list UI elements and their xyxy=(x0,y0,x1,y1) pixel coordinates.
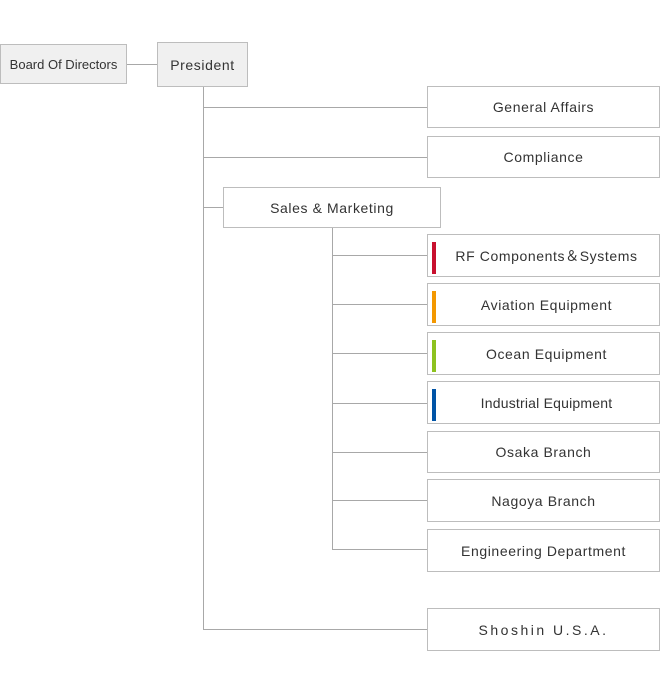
division-label-engineering-department: Engineering Department xyxy=(461,542,626,559)
division-accent-bar xyxy=(432,340,436,372)
shoshin-usa-box: Shoshin U.S.A. xyxy=(427,608,660,651)
general-affairs-box: General Affairs xyxy=(427,86,660,128)
division-box-nagoya-branch: Nagoya Branch xyxy=(427,479,660,522)
division-box-rf-components: RF Components＆Systems xyxy=(427,234,660,277)
division-label-nagoya-branch: Nagoya Branch xyxy=(491,492,596,509)
division-label-aviation-equipment: Aviation Equipment xyxy=(480,296,613,313)
division-accent-bar xyxy=(432,389,436,421)
division-box-aviation-equipment: Aviation Equipment xyxy=(427,283,660,326)
sales-marketing-label: Sales & Marketing xyxy=(270,199,394,216)
general-affairs-label: General Affairs xyxy=(492,99,595,115)
compliance-label: Compliance xyxy=(503,149,584,165)
president-label: President xyxy=(170,56,235,73)
division-label-industrial-equipment: Industrial Equipment xyxy=(480,394,613,411)
division-box-engineering-department: Engineering Department xyxy=(427,529,660,572)
division-box-industrial-equipment: Industrial Equipment xyxy=(427,381,660,424)
board-of-directors-label: Board Of Directors xyxy=(9,56,118,72)
division-box-osaka-branch: Osaka Branch xyxy=(427,431,660,473)
division-accent-bar xyxy=(432,242,436,274)
shoshin-usa-label: Shoshin U.S.A. xyxy=(478,621,609,638)
board-of-directors-box: Board Of Directors xyxy=(0,44,127,84)
sales-marketing-box: Sales & Marketing xyxy=(223,187,441,228)
division-label-ocean-equipment: Ocean Equipment xyxy=(485,345,608,362)
compliance-box: Compliance xyxy=(427,136,660,178)
division-label-osaka-branch: Osaka Branch xyxy=(495,444,592,460)
division-label-rf-components: RF Components＆Systems xyxy=(455,247,638,264)
division-accent-bar xyxy=(432,291,436,323)
president-box: President xyxy=(157,42,248,87)
division-box-ocean-equipment: Ocean Equipment xyxy=(427,332,660,375)
